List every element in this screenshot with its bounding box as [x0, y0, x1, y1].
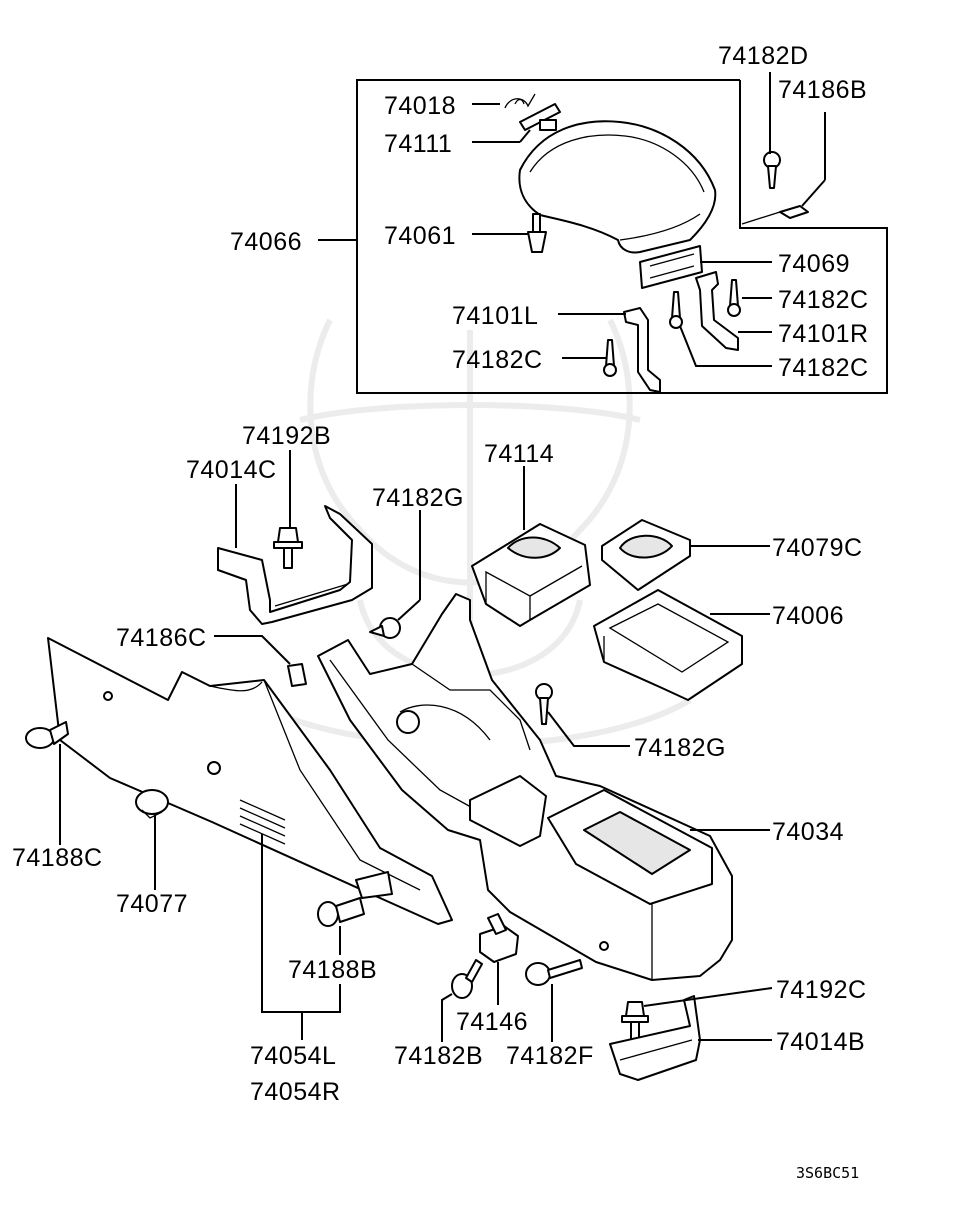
- clip-74188B: [317, 897, 365, 927]
- latch-button: [519, 103, 561, 131]
- part-labels: 74182D 74186B 74018 74111 74066 74061 74…: [12, 42, 869, 1182]
- diagram-code: 3S6BC51: [796, 1164, 859, 1182]
- screw-74182C-lower: [603, 339, 617, 377]
- bracket-right: [695, 271, 739, 351]
- clip-74186C: [287, 663, 307, 687]
- label-74182F: 74182F: [506, 1042, 594, 1070]
- label-74182D: 74182D: [718, 42, 809, 70]
- bracket-74014B: [609, 995, 701, 1081]
- label-74014B: 74014B: [776, 1028, 865, 1056]
- screw-74182D: [763, 151, 781, 189]
- label-74146: 74146: [456, 1008, 528, 1036]
- bolt-74192C: [621, 1001, 649, 1041]
- plug-74077: [135, 789, 169, 819]
- lid-hinge: [639, 245, 703, 289]
- label-74188B: 74188B: [288, 956, 377, 984]
- label-74192C: 74192C: [776, 976, 867, 1004]
- label-74077: 74077: [116, 890, 188, 918]
- label-74034: 74034: [772, 818, 844, 846]
- label-74182C-right: 74182C: [778, 286, 869, 314]
- label-74054R: 74054R: [250, 1078, 341, 1106]
- latch-spring: [504, 93, 536, 109]
- label-74066: 74066: [230, 228, 302, 256]
- label-74061: 74061: [384, 222, 456, 250]
- floor-console-74034: [317, 593, 733, 981]
- clip-nut-74186B: [741, 205, 809, 225]
- label-74006: 74006: [772, 602, 844, 630]
- screw-74182C-right: [727, 279, 741, 317]
- label-74014C: 74014C: [186, 456, 277, 484]
- label-74182B: 74182B: [394, 1042, 483, 1070]
- label-74101R: 74101R: [778, 320, 869, 348]
- bracket-left: [623, 307, 661, 393]
- armrest-lid: [518, 120, 717, 254]
- label-74101L: 74101L: [452, 302, 538, 330]
- label-74054L: 74054L: [250, 1042, 336, 1070]
- label-74192B: 74192B: [242, 422, 331, 450]
- label-74018: 74018: [384, 92, 456, 120]
- armrest-assembly-box: [356, 79, 888, 394]
- cup-holder-insert-74079C: [601, 519, 691, 591]
- leader-lines: [59, 72, 826, 1042]
- label-74079C: 74079C: [772, 534, 863, 562]
- label-74182G-lower: 74182G: [634, 734, 726, 762]
- label-74186C: 74186C: [116, 624, 207, 652]
- label-74182C-left: 74182C: [452, 346, 543, 374]
- label-74111: 74111: [384, 130, 452, 158]
- bracket-74014C: [217, 505, 373, 625]
- lid-stopper: [527, 213, 547, 253]
- bolt-74192B: [273, 527, 303, 569]
- storage-tray-74006: [593, 589, 743, 701]
- screw-74182B: [451, 959, 483, 999]
- screw-74182F: [525, 959, 583, 986]
- ashtray-74114: [471, 523, 591, 627]
- label-74114: 74114: [484, 440, 554, 468]
- label-74182G-upper: 74182G: [372, 484, 464, 512]
- label-74069: 74069: [778, 250, 850, 278]
- nut-74146: [479, 913, 519, 963]
- clip-74188C: [25, 721, 69, 749]
- label-74182C-bottom: 74182C: [778, 354, 869, 382]
- screw-74182C-middle: [669, 291, 683, 329]
- screw-74182G-upper: [369, 617, 401, 639]
- screw-74182G-lower: [535, 683, 553, 725]
- label-74186B: 74186B: [778, 76, 867, 104]
- label-74188C: 74188C: [12, 844, 103, 872]
